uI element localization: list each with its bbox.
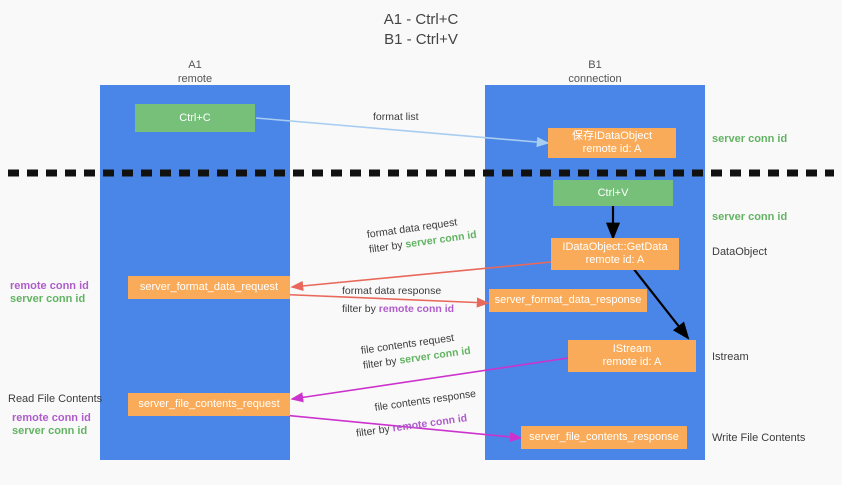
box-ctrl-c[interactable]: Ctrl+C <box>135 104 255 132</box>
side-label-remote-conn-id-upper: remote conn id <box>10 280 89 292</box>
box-save-idataobject[interactable]: 保存IDataObject remote id: A <box>548 128 676 158</box>
lane-b1-name: B1 <box>588 59 602 71</box>
diagram-title: A1 - Ctrl+C B1 - Ctrl+V <box>0 10 842 50</box>
side-label-server-conn-id-lower: server conn id <box>12 425 88 437</box>
box-server-file-contents-response[interactable]: server_file_contents_response <box>521 426 687 449</box>
lane-header-a1: A1 remote <box>100 58 290 86</box>
lane-a1-name: A1 <box>188 59 202 71</box>
lane-a1-subtitle: remote <box>177 73 213 85</box>
box-istream-line2: remote id: A <box>602 356 662 368</box>
annotation-format-list-text: format list <box>373 111 419 123</box>
lane-b1-subtitle: connection <box>568 73 622 85</box>
title-line-2: B1 - Ctrl+V <box>384 31 458 48</box>
title-line-1: A1 - Ctrl+C <box>383 11 459 28</box>
box-server-file-contents-response-label: server_file_contents_response <box>529 431 679 443</box>
box-idataobject-getdata[interactable]: IDataObject::GetData remote id: A <box>551 238 679 270</box>
annotation-fcreq-prefix: filter by <box>362 354 401 372</box>
box-server-file-contents-request-label: server_file_contents_request <box>138 398 280 410</box>
side-label-remote-conn-id-lower: remote conn id <box>12 412 91 424</box>
annotation-fcresp-prefix: filter by <box>355 422 394 440</box>
annotation-fdresp-prefix: filter by <box>342 303 379 315</box>
arrow-file-contents-request <box>290 357 569 403</box>
box-server-format-data-response[interactable]: server_format_data_response <box>489 289 647 312</box>
arrow-getdata-to-istream <box>632 267 690 340</box>
arrow-format-list <box>255 117 550 148</box>
side-label-read-file-contents: Read File Contents <box>8 393 103 405</box>
side-label-write-file-contents: Write File Contents <box>712 432 806 444</box>
box-getdata-line2: remote id: A <box>585 254 645 266</box>
annotation-format-data-response-line1: format data response <box>342 285 442 297</box>
side-label-server-conn-id-top: server conn id <box>712 133 788 145</box>
box-ctrl-v-label: Ctrl+V <box>597 186 629 199</box>
side-label-server-conn-id-upper: server conn id <box>10 293 86 305</box>
side-label-istream: Istream <box>712 351 749 363</box>
box-server-format-data-response-label: server_format_data_response <box>494 294 642 306</box>
box-istream[interactable]: IStream remote id: A <box>568 340 696 372</box>
annotation-format-data-response: format data response filter by remote co… <box>342 284 454 317</box>
box-ctrl-c-label: Ctrl+C <box>179 111 211 124</box>
box-getdata-line1: IDataObject::GetData <box>562 241 668 253</box>
side-label-dataobject: DataObject <box>712 246 768 258</box>
side-label-server-conn-id-second: server conn id <box>712 211 788 223</box>
box-server-format-data-request[interactable]: server_format_data_request <box>128 276 290 299</box>
box-save-idataobject-line2: remote id: A <box>582 143 642 155</box>
annotation-format-data-response-line2: filter by remote conn id <box>342 302 454 317</box>
box-save-idataobject-line1: 保存IDataObject <box>571 130 653 142</box>
box-server-format-data-request-label: server_format_data_request <box>139 281 279 293</box>
annotation-fdreq-prefix: filter by <box>368 238 407 256</box>
box-istream-line1: IStream <box>612 343 652 355</box>
annotation-format-list: format list <box>373 110 419 125</box>
annotation-fdresp-highlight: remote conn id <box>378 303 455 315</box>
box-server-file-contents-request[interactable]: server_file_contents_request <box>128 393 290 416</box>
lane-header-b1: B1 connection <box>485 58 705 86</box>
box-ctrl-v[interactable]: Ctrl+V <box>553 180 673 206</box>
arrow-format-data-request <box>290 261 552 292</box>
